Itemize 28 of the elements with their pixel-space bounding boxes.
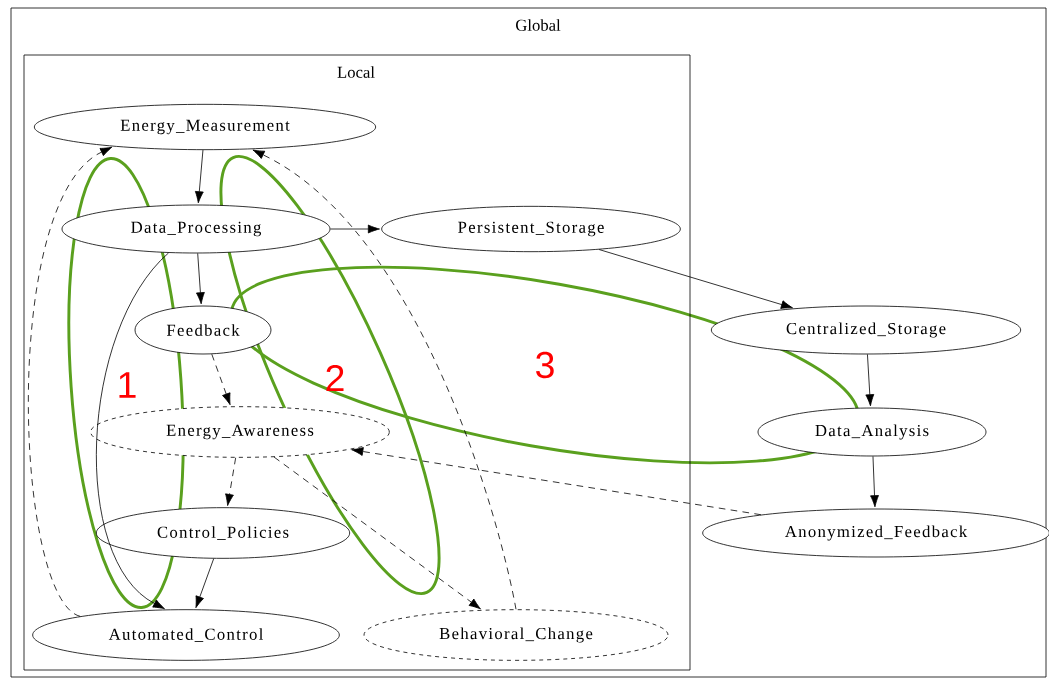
ellipse-node: Centralized_Storage [710, 305, 1022, 355]
arrow [351, 447, 762, 516]
ellipse-node: Control_Policies [95, 507, 351, 559]
node-label: Anonymized_Feedback [785, 525, 968, 541]
arrow [194, 149, 204, 204]
arrow [598, 249, 793, 309]
arrow [252, 149, 517, 610]
arrow [273, 456, 481, 610]
ellipse-node: Automated_Control [32, 609, 340, 661]
ellipse-node: Energy_Measurement [33, 103, 377, 151]
ellipse-node: Data_Processing [61, 204, 331, 254]
arrow [865, 354, 875, 407]
callout-number: 3 [536, 351, 554, 379]
arrow [225, 457, 237, 506]
ellipse-node: Energy_Awareness [90, 406, 390, 458]
ellipse-node: Behavioral_Change [363, 609, 669, 661]
callout-number: 2 [326, 365, 344, 392]
ellipse-node: Feedback [134, 305, 272, 355]
callout-number: 1 [119, 372, 136, 398]
arrow [27, 146, 113, 617]
ellipse-node: Persistent_Storage [381, 205, 681, 253]
ellipse-node: Data_Analysis [757, 407, 987, 457]
arrow [870, 456, 879, 508]
arrow [196, 253, 205, 305]
arrow [195, 558, 215, 609]
arrow [330, 224, 380, 234]
arrow [211, 353, 231, 406]
ellipse-node: Anonymized_Feedback [702, 508, 1049, 558]
